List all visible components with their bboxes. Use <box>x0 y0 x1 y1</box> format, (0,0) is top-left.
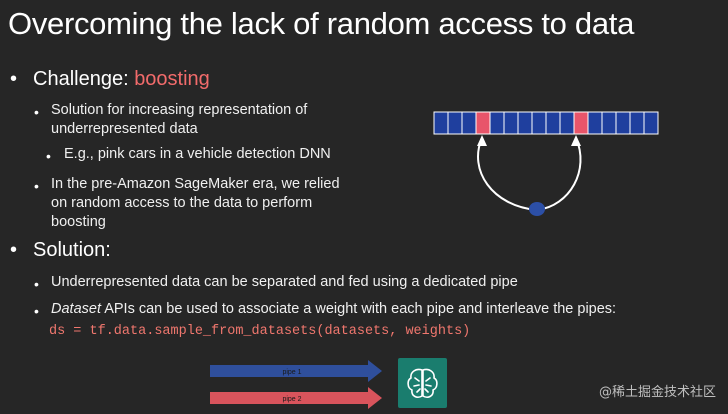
challenge-sub1: Solution for increasing representation o… <box>51 102 308 137</box>
challenge-prefix: Challenge: <box>33 68 135 90</box>
bullet-dot: • <box>34 178 39 194</box>
challenge-example: E.g., pink cars in a vehicle detection D… <box>64 146 331 162</box>
cell <box>629 111 645 135</box>
slide-title: Overcoming the lack of random access to … <box>8 6 635 41</box>
watermark-text: @稀土掘金技术社区 <box>598 385 716 400</box>
pipe-1-bar <box>210 365 368 377</box>
sampler-node <box>529 202 545 216</box>
arc-right <box>536 137 582 211</box>
solution-sub2-rest: APIs can be used to associate a weight w… <box>100 301 617 317</box>
cell-array <box>433 111 659 135</box>
sagemaker-brain-icon <box>398 358 447 408</box>
cell <box>531 111 547 135</box>
cell <box>643 111 659 135</box>
bullet-dot: • <box>10 239 18 261</box>
solution-sub2-italic: Dataset <box>51 301 101 317</box>
cell <box>461 111 477 135</box>
cell <box>433 111 449 135</box>
cell <box>559 111 575 135</box>
challenge-highlight: boosting <box>134 68 210 90</box>
pipe-1-arrowhead <box>368 360 382 382</box>
bullet-dot: • <box>34 303 39 319</box>
challenge-heading: Challenge: boosting <box>33 68 210 91</box>
pipe-1-label: pipe 1 <box>282 369 301 376</box>
bullet-dot: • <box>10 68 18 90</box>
pipe-2-arrowhead <box>368 387 382 409</box>
arc-left <box>477 137 538 211</box>
bullet-dot: • <box>46 148 51 164</box>
cell <box>489 111 505 135</box>
boosting-diagram <box>433 111 659 216</box>
bullet-dot: • <box>34 276 39 292</box>
cell <box>601 111 617 135</box>
cell <box>447 111 463 135</box>
cell <box>615 111 631 135</box>
arrowhead-right <box>571 135 581 146</box>
cell <box>587 111 603 135</box>
solution-heading: Solution: <box>33 239 111 261</box>
pipe-2-bar <box>210 392 368 404</box>
cell <box>545 111 561 135</box>
pipes-diagram: pipe 1 pipe 2 <box>210 360 382 409</box>
challenge-sub2: In the pre-Amazon SageMaker era, we reli… <box>51 176 340 230</box>
cell <box>503 111 519 135</box>
solution-sub1: Underrepresented data can be separated a… <box>51 274 518 290</box>
cell-underrepresented <box>573 111 589 135</box>
arrowhead-left <box>477 135 487 146</box>
cell-underrepresented <box>475 111 491 135</box>
pipe-2-label: pipe 2 <box>282 396 301 403</box>
solution-sub2: Dataset APIs can be used to associate a … <box>51 301 616 317</box>
code-snippet: ds = tf.data.sample_from_datasets(datase… <box>49 324 471 339</box>
bullet-dot: • <box>34 104 39 120</box>
cell <box>517 111 533 135</box>
